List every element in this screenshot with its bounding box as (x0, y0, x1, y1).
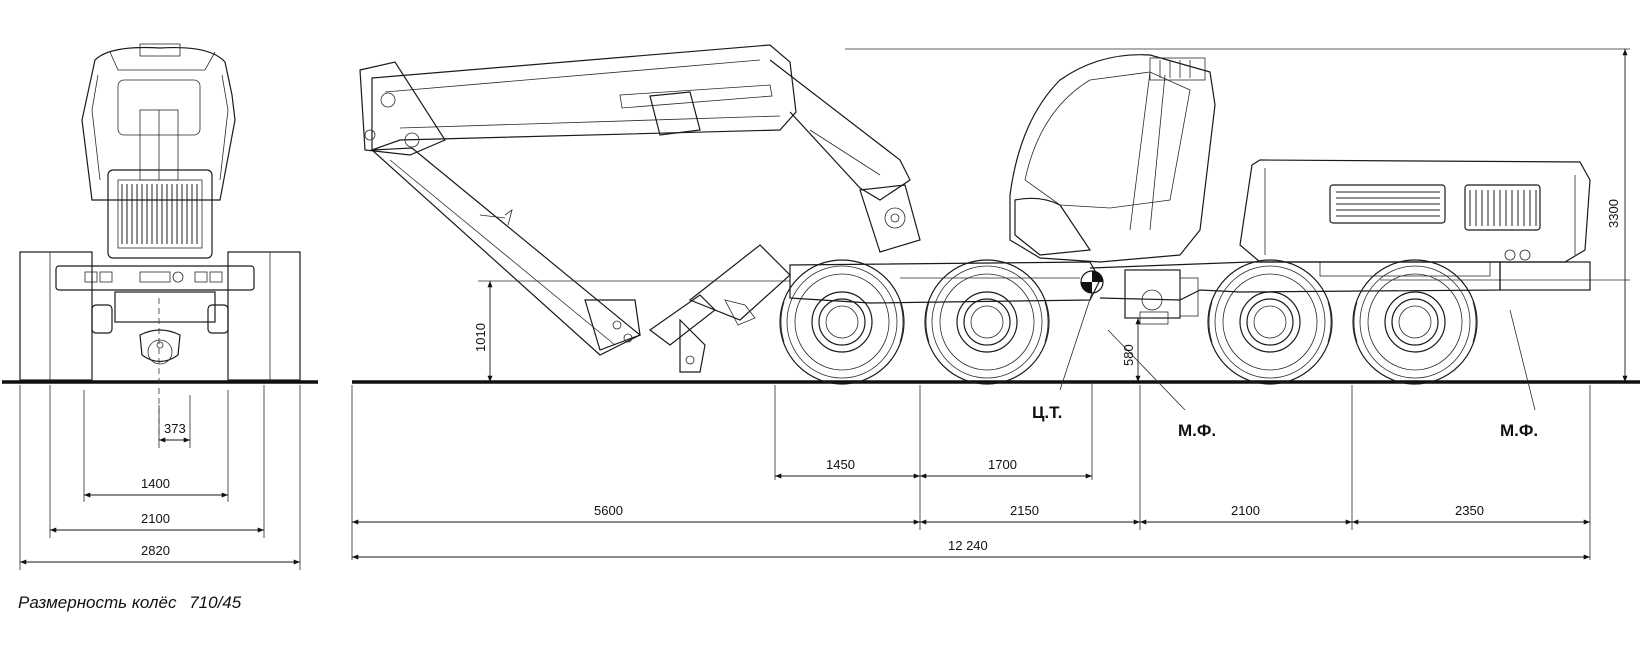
dim-1700: 1700 (920, 457, 1092, 479)
engine-grille-lines (1336, 190, 1537, 226)
dim-front-373: 373 (158, 395, 191, 448)
dim-1450-label: 1450 (826, 457, 855, 472)
engine-housing (1239, 159, 1591, 291)
dim-2100-label: 2100 (1231, 503, 1260, 518)
dim-extension-lines (351, 382, 1591, 560)
frame-joint-rear-label: М.Ф. (1500, 421, 1538, 440)
dim-front-1400: 1400 (83, 390, 229, 502)
crane-boom (359, 44, 921, 373)
front-grille-lines (121, 184, 198, 244)
dim-5600: 5600 (352, 503, 920, 525)
wheel-3 (1207, 259, 1333, 385)
dim-front-1400-label: 1400 (141, 476, 170, 491)
dim-boom-pivot-height: 1010 (473, 280, 790, 382)
front-view: 373 1400 2100 2820 (2, 43, 318, 570)
wheel-1 (779, 259, 905, 385)
dim-2350: 2350 (1352, 503, 1590, 525)
wheel-size-caption-label: Размерность колёс (18, 593, 177, 612)
center-of-gravity-label: Ц.Т. (1032, 403, 1062, 422)
wheel-size-caption: Размерность колёс 710/45 (18, 593, 242, 612)
dim-overall-height: 3300 (1606, 49, 1628, 382)
dim-2100: 2100 (1140, 503, 1352, 525)
dim-1450: 1450 (775, 457, 920, 479)
dim-overall-length: 12 240 (352, 538, 1590, 560)
dim-front-2100-label: 2100 (141, 511, 170, 526)
dim-overall-height-label: 3300 (1606, 199, 1621, 228)
svg-text:Размерность колёс 710/45: Размерность колёс 710/45 (18, 593, 242, 612)
dim-front-2820-label: 2820 (141, 543, 170, 558)
wheel-4 (1352, 259, 1478, 385)
side-view: Ц.Т. М.Ф. М.Ф. 3300 1010 580 (351, 44, 1640, 560)
wheel-2 (924, 259, 1050, 385)
front-machine-body (55, 43, 255, 365)
dim-boom-pivot-height-label: 1010 (473, 323, 488, 352)
dim-2150: 2150 (920, 503, 1140, 525)
frame-joint-front-label: М.Ф. (1178, 421, 1216, 440)
dim-front-2100: 2100 (49, 385, 265, 538)
wheel-size-caption-value: 710/45 (189, 593, 242, 612)
dim-front-373-label: 373 (164, 421, 186, 436)
dim-2150-label: 2150 (1010, 503, 1039, 518)
dim-1700-label: 1700 (988, 457, 1017, 472)
dim-2350-label: 2350 (1455, 503, 1484, 518)
dim-5600-label: 5600 (594, 503, 623, 518)
dim-frame-joint-height: 580 (1121, 317, 1150, 382)
front-wheels (19, 251, 301, 381)
dim-front-2820: 2820 (19, 385, 301, 570)
dim-frame-joint-height-label: 580 (1121, 344, 1136, 366)
center-of-gravity-symbol (1080, 270, 1104, 294)
dim-overall-length-label: 12 240 (948, 538, 988, 553)
operator-cab (1009, 54, 1216, 263)
